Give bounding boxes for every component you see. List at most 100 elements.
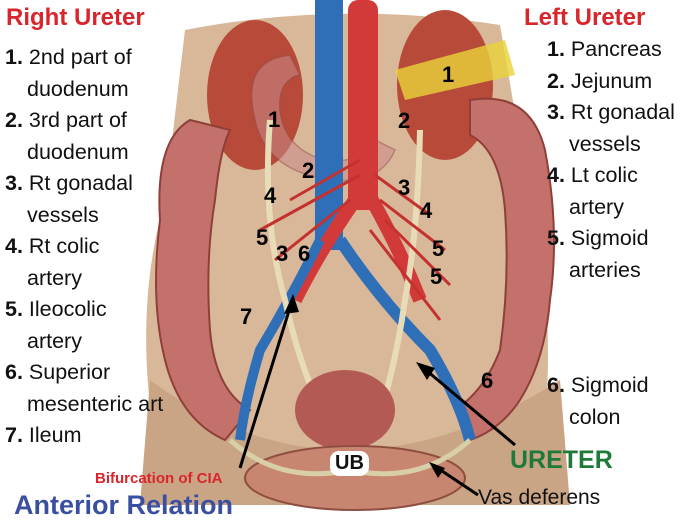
aorta (348, 0, 378, 210)
left-list-item-3-line-1: 3. Rt gonadal (547, 97, 675, 129)
right-list-item-text: duodenum (27, 139, 129, 164)
figure-number-l5a: 5 (432, 236, 445, 261)
left-list-item-text: Sigmoid (570, 226, 649, 250)
left-list-item-3-line-2: vessels (547, 129, 675, 161)
descending-colon (453, 97, 555, 442)
figure-number-r5: 5 (256, 225, 269, 250)
left-list-item-4-line-1: 4. Lt colic (547, 160, 675, 192)
figure-number-r4: 4 (264, 183, 277, 208)
left-list-item-text: arteries (569, 257, 641, 282)
right-list-item-text: mesenteric art (27, 391, 164, 416)
right-list-item-6-line-2: mesenteric art (5, 389, 163, 421)
left-list-item-number: 5. (547, 226, 571, 250)
right-list-item-5-line-1: 5. Ileocolic (5, 294, 163, 326)
vas-pointer-arrowhead (429, 462, 445, 478)
right-list-item-number: 1. (5, 45, 29, 69)
rectum (295, 370, 395, 450)
right-list-item-4-line-1: 4. Rt colic (5, 231, 163, 263)
left-list-item-4-line-2: artery (547, 192, 675, 224)
left-list-item-text: vessels (569, 131, 641, 156)
left-list-item-text: colon (569, 404, 621, 429)
urinary-bladder-label: UB (330, 451, 369, 476)
right-list-item-text: artery (27, 265, 82, 290)
right-list-item-text: artery (27, 328, 82, 353)
right-list-item-2-line-2: duodenum (5, 137, 163, 169)
left-list-item-5-line-2: arteries (547, 255, 675, 287)
right-list-item-5-line-2: artery (5, 326, 163, 358)
right-list-item-text: 2nd part of (28, 45, 132, 69)
cia-pointer-line (238, 297, 295, 469)
right-list-item-number: 7. (5, 423, 29, 447)
right-ureter-title: Right Ureter (6, 4, 145, 31)
figure-number-l1: 1 (442, 62, 455, 87)
left-list-item-text: Lt colic (570, 163, 638, 187)
ureter-label: URETER (510, 446, 613, 474)
figure-number-r1: 1 (268, 107, 281, 132)
ascending-colon (155, 118, 252, 442)
mesenteric-branches (259, 158, 452, 321)
figure-number-r7: 7 (240, 304, 253, 329)
left-list-item-number: 1. (547, 37, 571, 61)
right-list-item-1-line-2: duodenum (5, 74, 163, 106)
right-list-item-text: Superior (28, 360, 111, 384)
right-list-item-3-line-2: vessels (5, 200, 163, 232)
figure-number-r2: 2 (302, 158, 315, 183)
right-list-item-number: 3. (5, 171, 29, 195)
left-list-item-number: 6. (547, 373, 571, 397)
duodenum (250, 54, 396, 182)
vas-deferens-label: Vas deferens (478, 486, 601, 509)
ureter-pointer-arrowhead (416, 362, 435, 380)
right-list-item-text: Ileum (28, 423, 82, 447)
figure-number-l2: 2 (398, 108, 411, 133)
ureter-pointer-line (419, 363, 516, 447)
right-list-item-number: 2. (5, 108, 29, 132)
left-list-item-number: 2. (547, 68, 571, 93)
figure-number-l4: 4 (420, 198, 433, 223)
right-list-item-number: 6. (5, 360, 29, 384)
left-list-item-text: artery (569, 194, 624, 219)
right-list-item-number: 4. (5, 234, 29, 258)
pancreas (395, 40, 515, 100)
cia-bifurcation-label: Bifurcation of CIA (95, 470, 223, 487)
left-list-item-text: Pancreas (570, 37, 662, 61)
cia-pointer-arrowhead (284, 294, 299, 314)
right-list-item-6-line-1: 6. Superior (5, 357, 163, 389)
left-ureter-title: Left Ureter (524, 4, 646, 31)
right-list-item-number: 5. (5, 297, 29, 321)
left-list-item-number: 4. (547, 163, 571, 187)
right-list-item-4-line-2: artery (5, 263, 163, 295)
right-list-item-text: Rt colic (28, 234, 100, 258)
right-list-item-text: Ileocolic (28, 297, 107, 321)
left-iliac-vein (335, 236, 476, 442)
figure-number-r6: 6 (298, 241, 311, 266)
left-list-item-6-line-1: 6. Sigmoid (547, 370, 649, 402)
figure-number-l6: 6 (481, 368, 494, 393)
right-list-item-text: duodenum (27, 76, 129, 101)
left-list-item-2-line-1: 2. Jejunum (547, 66, 675, 98)
figure-number-l3: 3 (398, 175, 411, 200)
right-list-item-text: vessels (27, 202, 99, 227)
right-list-item-2-line-1: 2. 3rd part of (5, 105, 163, 137)
left-list-item-text: Jejunum (570, 68, 653, 93)
left-list-item-text: Rt gonadal (570, 100, 675, 124)
right-iliac-vein (235, 237, 325, 441)
figure-number-r3: 3 (276, 241, 289, 266)
anterior-relation-label: Anterior Relation (14, 490, 234, 520)
figure-number-l5b: 5 (430, 264, 443, 289)
left-list-item-1-line-1: 1. Pancreas (547, 34, 675, 66)
left-list-item-5-line-1: 5. Sigmoid (547, 223, 675, 255)
left-list-item-text: Sigmoid (570, 373, 649, 397)
left-list-item-number: 3. (547, 100, 571, 124)
urinary-bladder (244, 445, 466, 511)
right-list-item-1-line-1: 1. 2nd part of (5, 42, 163, 74)
right-list-item-text: Rt gonadal (28, 171, 133, 195)
left-list-item-6-line-2: colon (547, 402, 649, 434)
right-list-item-3-line-1: 3. Rt gonadal (5, 168, 163, 200)
right-list-item-7-line-1: 7. Ileum (5, 420, 163, 452)
right-list-item-text: 3rd part of (28, 108, 127, 132)
